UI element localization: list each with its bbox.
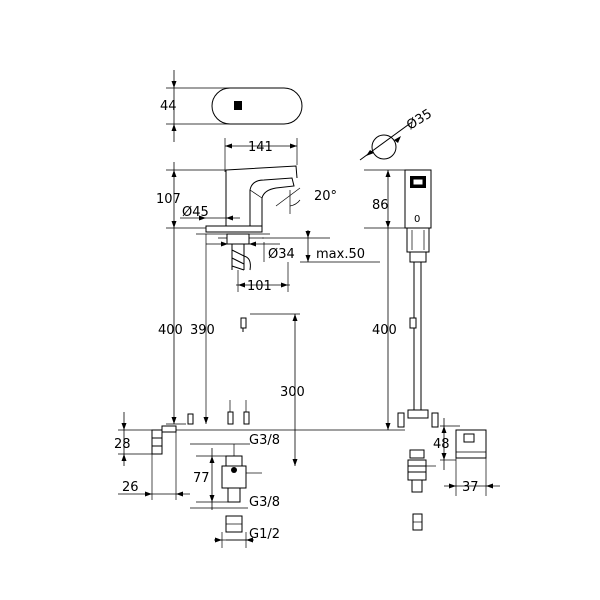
- dim-400-left: 400: [158, 323, 183, 338]
- dim-37: 37: [462, 480, 479, 495]
- sensor-symbol: 0: [414, 214, 420, 225]
- dim-77: 77: [193, 471, 210, 486]
- dim-300: 300: [280, 385, 305, 400]
- control-box: 28 26: [114, 412, 190, 500]
- dim-390: 390: [190, 323, 215, 338]
- dim-26: 26: [122, 480, 139, 495]
- dim-diameter-35: Ø35: [404, 106, 435, 133]
- dim-20-degrees: 20°: [314, 189, 337, 204]
- thread-g12-bottom: G1/2: [249, 527, 280, 542]
- faucet-side-view: 141 20° 107 Ø45: [156, 138, 380, 294]
- thread-g38-top: G3/8: [249, 433, 280, 448]
- dim-44: 44: [160, 99, 177, 114]
- solenoid-parts: [407, 449, 436, 531]
- dim-107: 107: [156, 192, 181, 207]
- dim-48: 48: [433, 437, 450, 452]
- aerator-detail: Ø35: [359, 106, 435, 161]
- dim-28: 28: [114, 437, 131, 452]
- dim-diameter-34: Ø34: [268, 247, 295, 262]
- sensor-front-view: 0 86: [364, 169, 439, 428]
- hose-dimensions: 400 390 300 400: [158, 232, 405, 466]
- dim-86: 86: [372, 198, 389, 213]
- dim-141: 141: [248, 140, 273, 155]
- valve-connector: G3/8 77 G3/8 G1/2: [190, 433, 280, 548]
- dim-400-right: 400: [372, 323, 397, 338]
- dim-101: 101: [247, 279, 272, 294]
- top-view: 44: [160, 70, 303, 142]
- dim-max-50: max.50: [316, 247, 365, 262]
- sensor-window-icon: [234, 101, 242, 110]
- dim-diameter-45: Ø45: [182, 205, 209, 220]
- battery-box: 48 37: [433, 418, 500, 496]
- thread-g38-mid: G3/8: [249, 495, 280, 510]
